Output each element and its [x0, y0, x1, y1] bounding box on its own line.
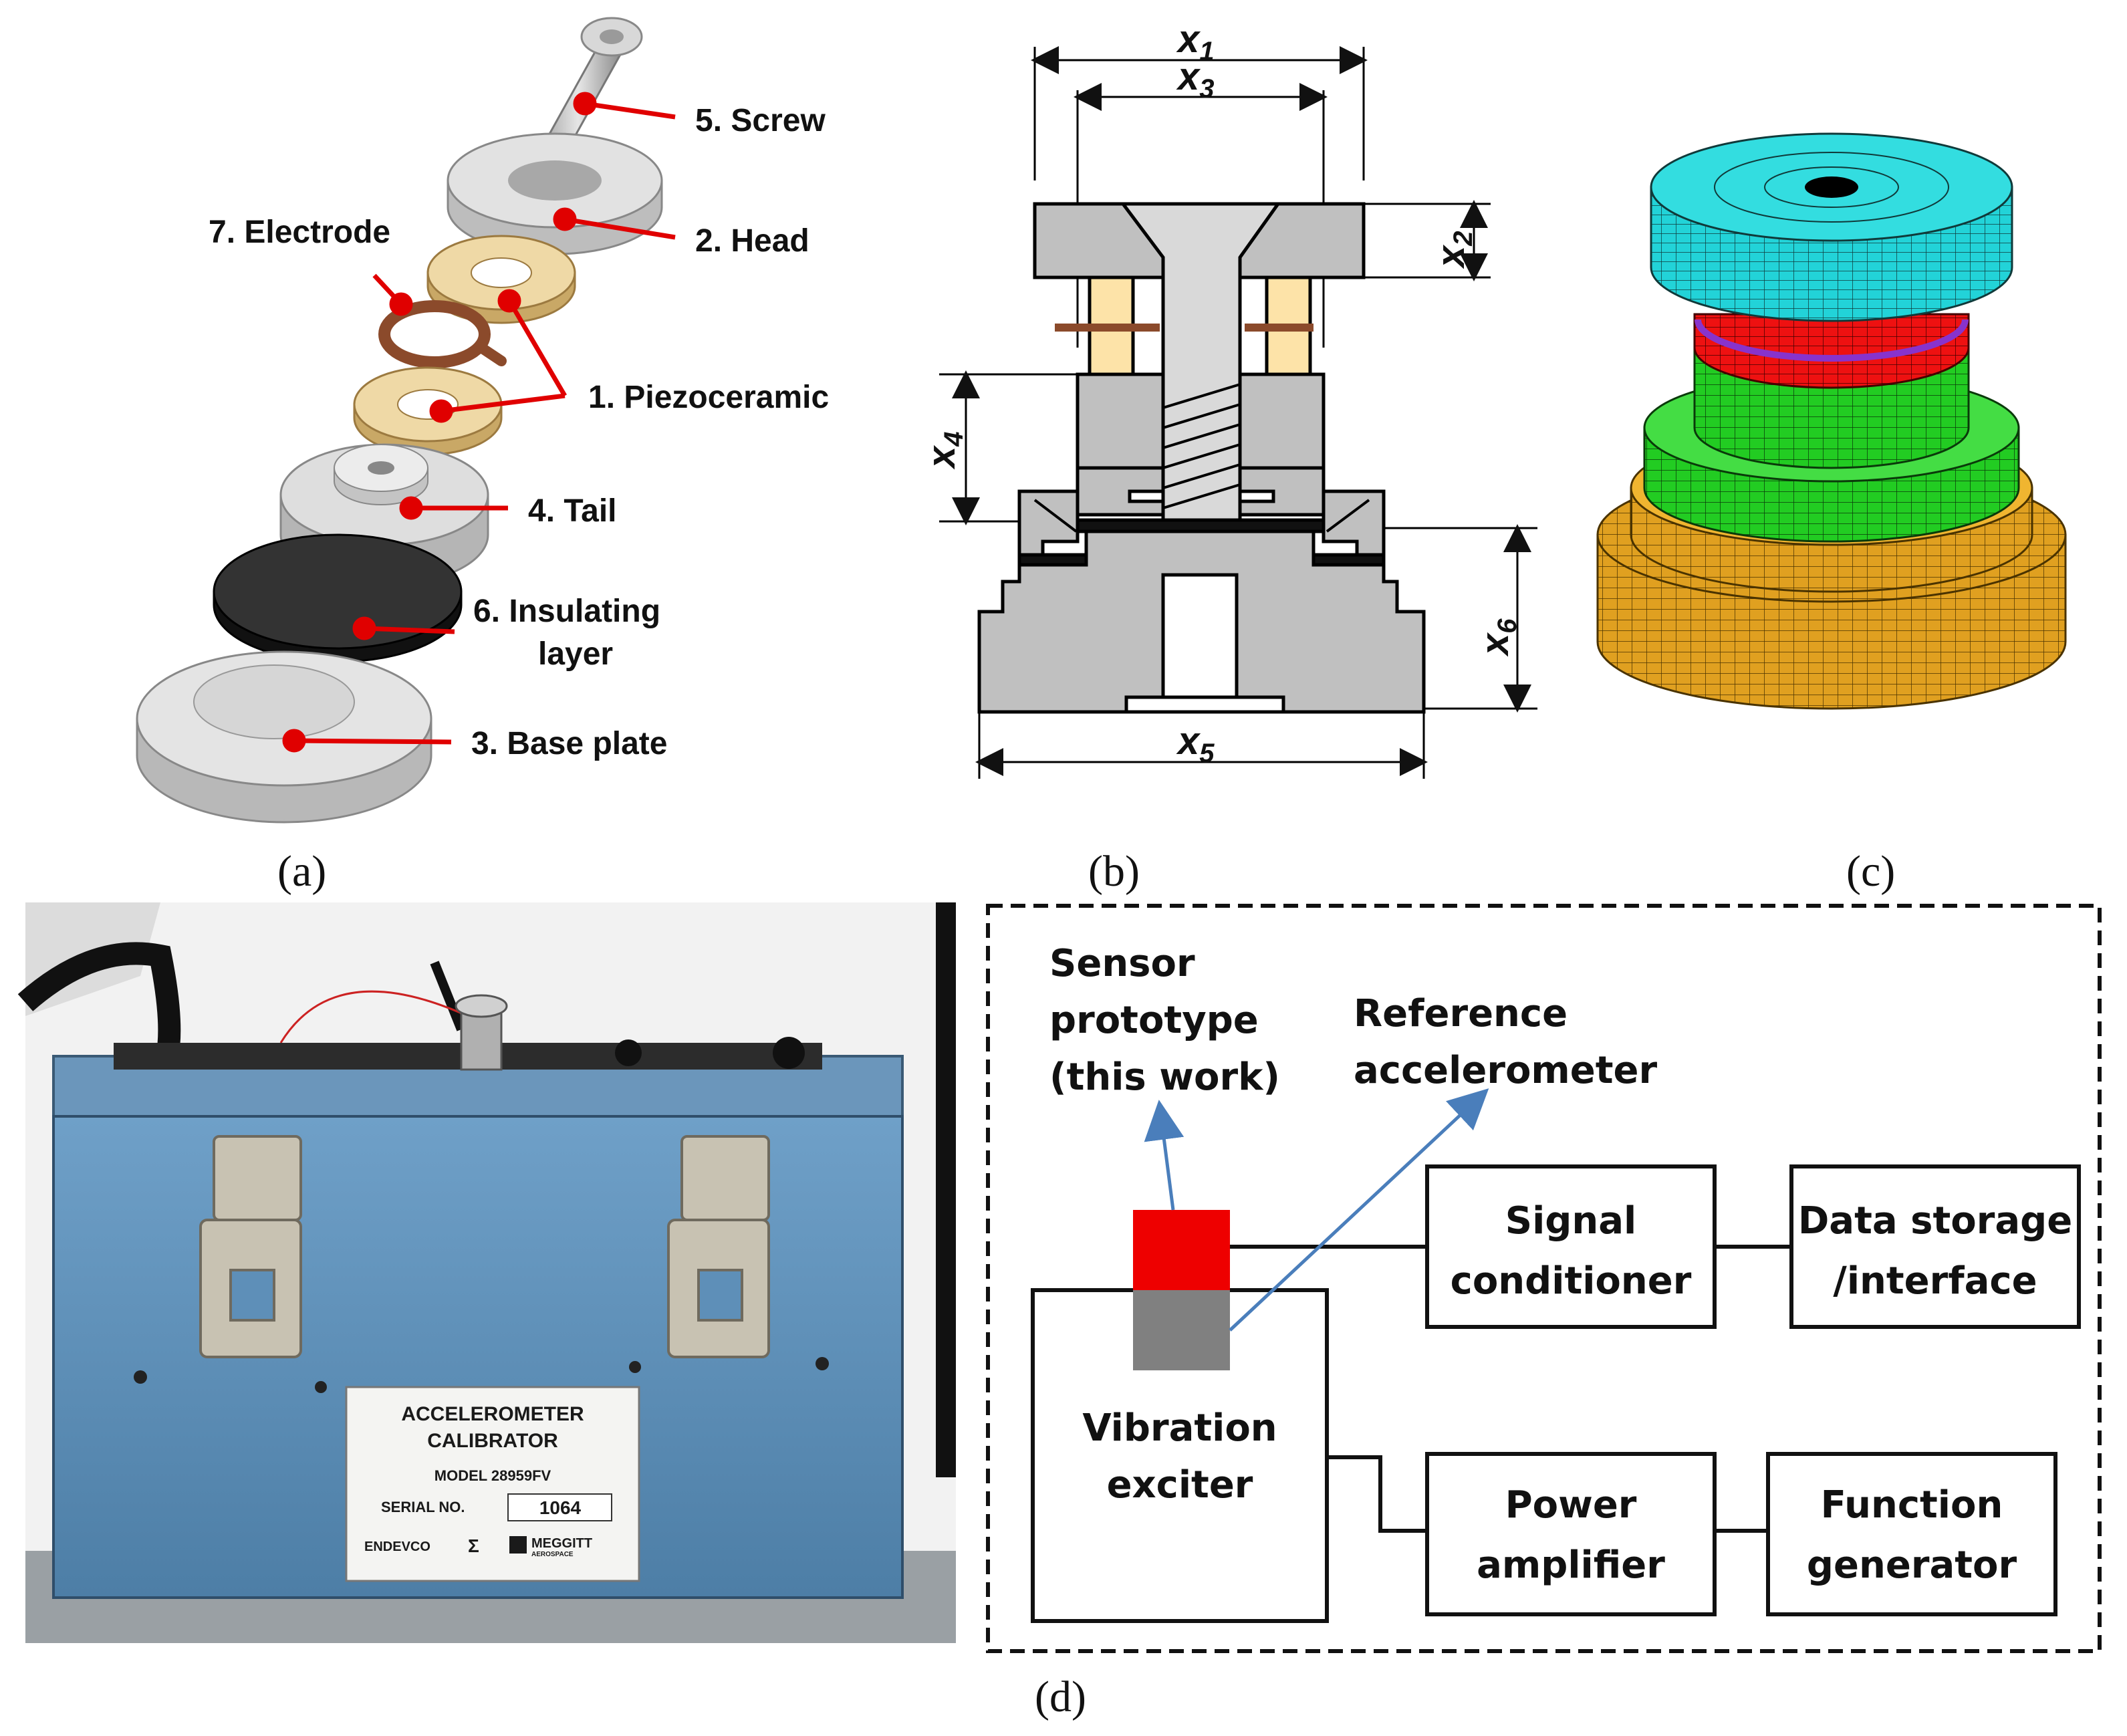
- power-amplifier-2: amplifier: [1477, 1543, 1665, 1587]
- plate-model: MODEL 28959FV: [434, 1467, 551, 1484]
- plate-line2: CALIBRATOR: [427, 1430, 558, 1452]
- sensor-prototype-block: [1133, 1210, 1230, 1290]
- vibration-exciter-1: Vibration: [1082, 1406, 1277, 1450]
- insulating-layer-part: [213, 533, 463, 663]
- plate-brand2: MEGGITT: [531, 1536, 592, 1551]
- block-diagram: Sensor prototype (this work) Reference a…: [986, 904, 2102, 1721]
- label-screw: 5. Screw: [695, 103, 826, 138]
- function-generator-2: generator: [1807, 1543, 2017, 1587]
- calibrator-photo: ACCELEROMETER CALIBRATOR MODEL 28959FV S…: [17, 902, 956, 1643]
- sensor-label-2: prototype: [1049, 999, 1259, 1042]
- electrode-ring: [378, 300, 507, 368]
- signal-conditioner-1: Signal: [1505, 1199, 1636, 1243]
- label-base-plate: 3. Base plate: [471, 726, 667, 761]
- reference-accelerometer-block: [1133, 1290, 1230, 1370]
- dim-x2: x2: [1429, 231, 1478, 269]
- label-tail: 4. Tail: [528, 493, 617, 529]
- signal-conditioner-2: conditioner: [1451, 1259, 1692, 1303]
- dim-x6: x6: [1473, 618, 1522, 657]
- caption-d: (d): [1035, 1672, 1086, 1721]
- leader-lines: [282, 92, 676, 753]
- base-plate-part: [136, 650, 432, 824]
- caption-a: (a): [277, 847, 326, 896]
- dim-x4: x4: [920, 431, 969, 470]
- plate-serial-label: SERIAL NO.: [381, 1499, 465, 1515]
- panel-b: x1 x3 x2 x4 x6 x5 (b): [920, 17, 1537, 896]
- label-insulating-1: 6. Insulating: [473, 594, 660, 629]
- caption-c: (c): [1846, 847, 1895, 896]
- sensor-label-1: Sensor: [1049, 942, 1195, 985]
- plate-sigma: Σ: [468, 1535, 479, 1556]
- head-part: [447, 132, 663, 255]
- dim-x1: x1: [1176, 17, 1215, 66]
- panel-a: 5. Screw 2. Head 7. Electrode 1. Piezoce…: [136, 17, 829, 896]
- plate-line1: ACCELEROMETER: [401, 1403, 584, 1425]
- piezo-ring-bottom: [353, 366, 503, 456]
- dim-x3: x3: [1176, 55, 1215, 104]
- data-storage-2: /interface: [1833, 1259, 2037, 1303]
- label-insulating-2: layer: [538, 636, 613, 672]
- meggitt-logo: [509, 1536, 527, 1554]
- dim-x5: x5: [1176, 719, 1215, 768]
- reference-label-1: Reference: [1354, 992, 1568, 1035]
- label-piezoceramic: 1. Piezoceramic: [588, 380, 829, 415]
- plate-brand1: ENDEVCO: [364, 1539, 430, 1554]
- function-generator-1: Function: [1821, 1483, 2003, 1527]
- plate-brand2-sub: AEROSPACE: [531, 1551, 574, 1558]
- caption-b: (b): [1088, 847, 1140, 896]
- sensor-label-3: (this work): [1049, 1056, 1280, 1099]
- power-amplifier-1: Power: [1505, 1483, 1637, 1527]
- reference-label-2: accelerometer: [1354, 1049, 1658, 1092]
- data-storage-1: Data storage: [1798, 1199, 2072, 1243]
- vibration-exciter-2: exciter: [1107, 1463, 1253, 1507]
- label-head: 2. Head: [695, 223, 809, 259]
- panel-c: (c): [1596, 132, 2067, 896]
- plate-serial: 1064: [539, 1497, 582, 1518]
- label-electrode: 7. Electrode: [209, 215, 390, 250]
